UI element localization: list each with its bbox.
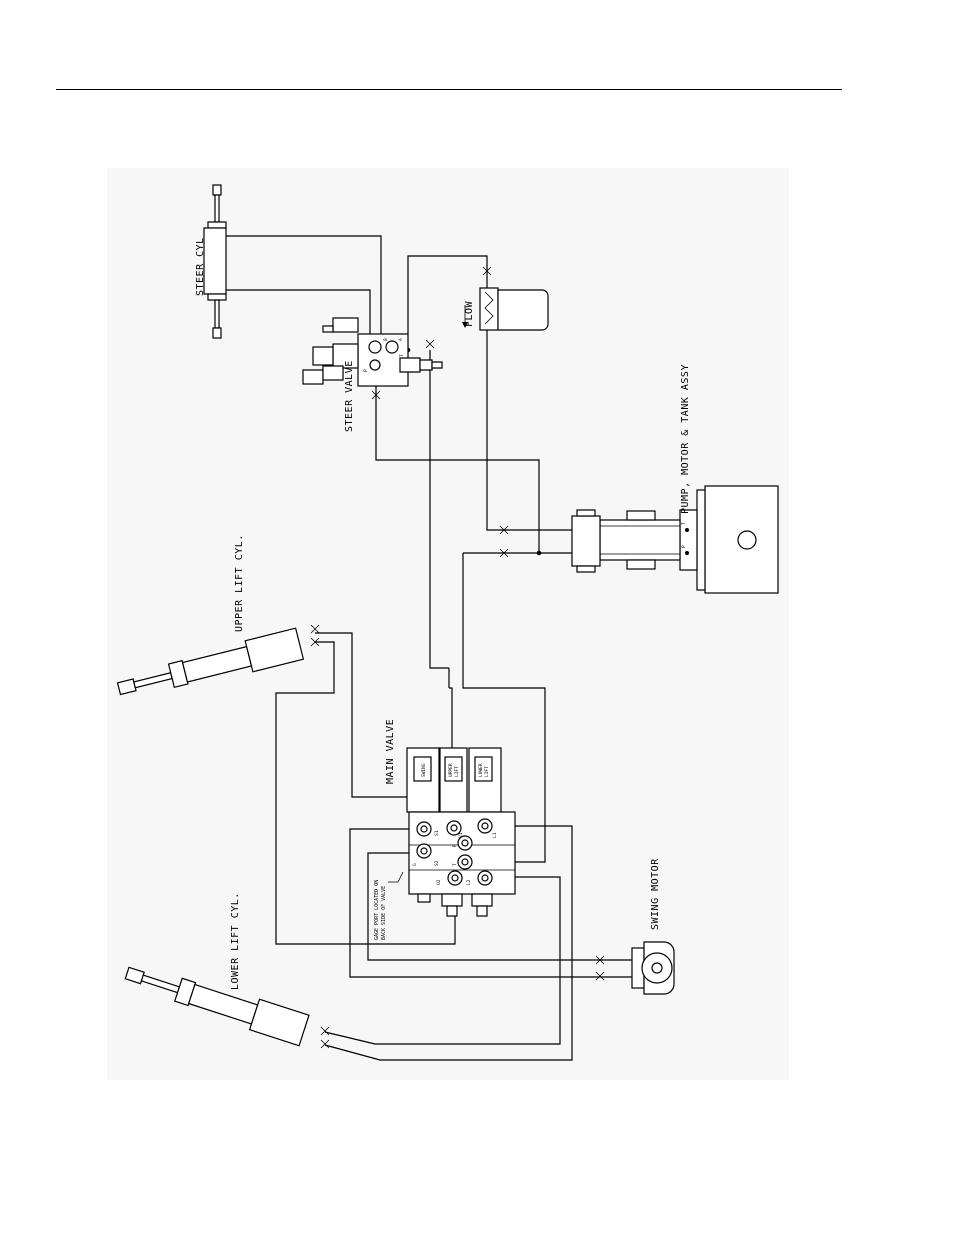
upper-lift-solenoid-label-1: UPPER — [448, 763, 454, 777]
lower-lift-cyl-label: LOWER LIFT CYL. — [230, 892, 241, 990]
pump-port-p-label: P — [681, 545, 687, 548]
main-valve-label: MAIN VALVE — [385, 719, 396, 784]
steer-cylinder — [204, 185, 226, 338]
steer-valve-label: STEER VALVE — [344, 360, 355, 432]
upper-lift-solenoid-label-2: LIFT — [454, 766, 460, 777]
upper-lift-cyl-label: UPPER LIFT CYL. — [234, 534, 245, 632]
port-u1-label: U1 — [458, 832, 464, 838]
swing-solenoid-label: SWING — [421, 763, 427, 777]
steer-port-a-label: A — [398, 338, 404, 341]
lower-lift-cylinder — [122, 958, 309, 1046]
steer-port-p-label: P — [363, 369, 369, 372]
port-l2-label: L2 — [466, 879, 472, 885]
pump-motor-tank-label: PUMP, MOTOR & TANK ASSY — [680, 364, 691, 514]
swing-motor-label: SWING MOTOR — [650, 858, 661, 930]
port-p-label: P — [452, 844, 458, 847]
gage-port-note-line2: BACK SIDE OF VALVE — [381, 886, 387, 940]
steer-cyl-label: STEER CYL — [195, 237, 206, 296]
steer-port-b-label: B — [383, 338, 389, 341]
lower-lift-solenoid-label-2: LIFT — [484, 766, 490, 777]
steer-valve — [303, 318, 442, 386]
steer-port-t-label: T — [399, 354, 405, 357]
gage-port-note-line1: GAGE PORT LOCATED ON — [374, 880, 380, 940]
port-s2-label: S2 — [434, 860, 440, 866]
flow-label: FLOW — [464, 300, 475, 327]
port-s1-label: S1 — [434, 830, 440, 836]
gage-port-leader — [388, 872, 403, 882]
pump-port-t-label: T — [681, 522, 687, 525]
port-t-label: T — [452, 863, 458, 866]
port-l1-label: L1 — [492, 832, 498, 838]
port-u2-label: U2 — [436, 879, 442, 885]
swing-motor — [632, 942, 674, 994]
upper-lift-cylinder — [115, 628, 303, 704]
port-g-label: G — [412, 863, 418, 866]
junction-dots — [406, 348, 542, 556]
pump-motor-tank — [572, 486, 778, 593]
lower-lift-solenoid-label-1: LOWER — [478, 763, 484, 777]
